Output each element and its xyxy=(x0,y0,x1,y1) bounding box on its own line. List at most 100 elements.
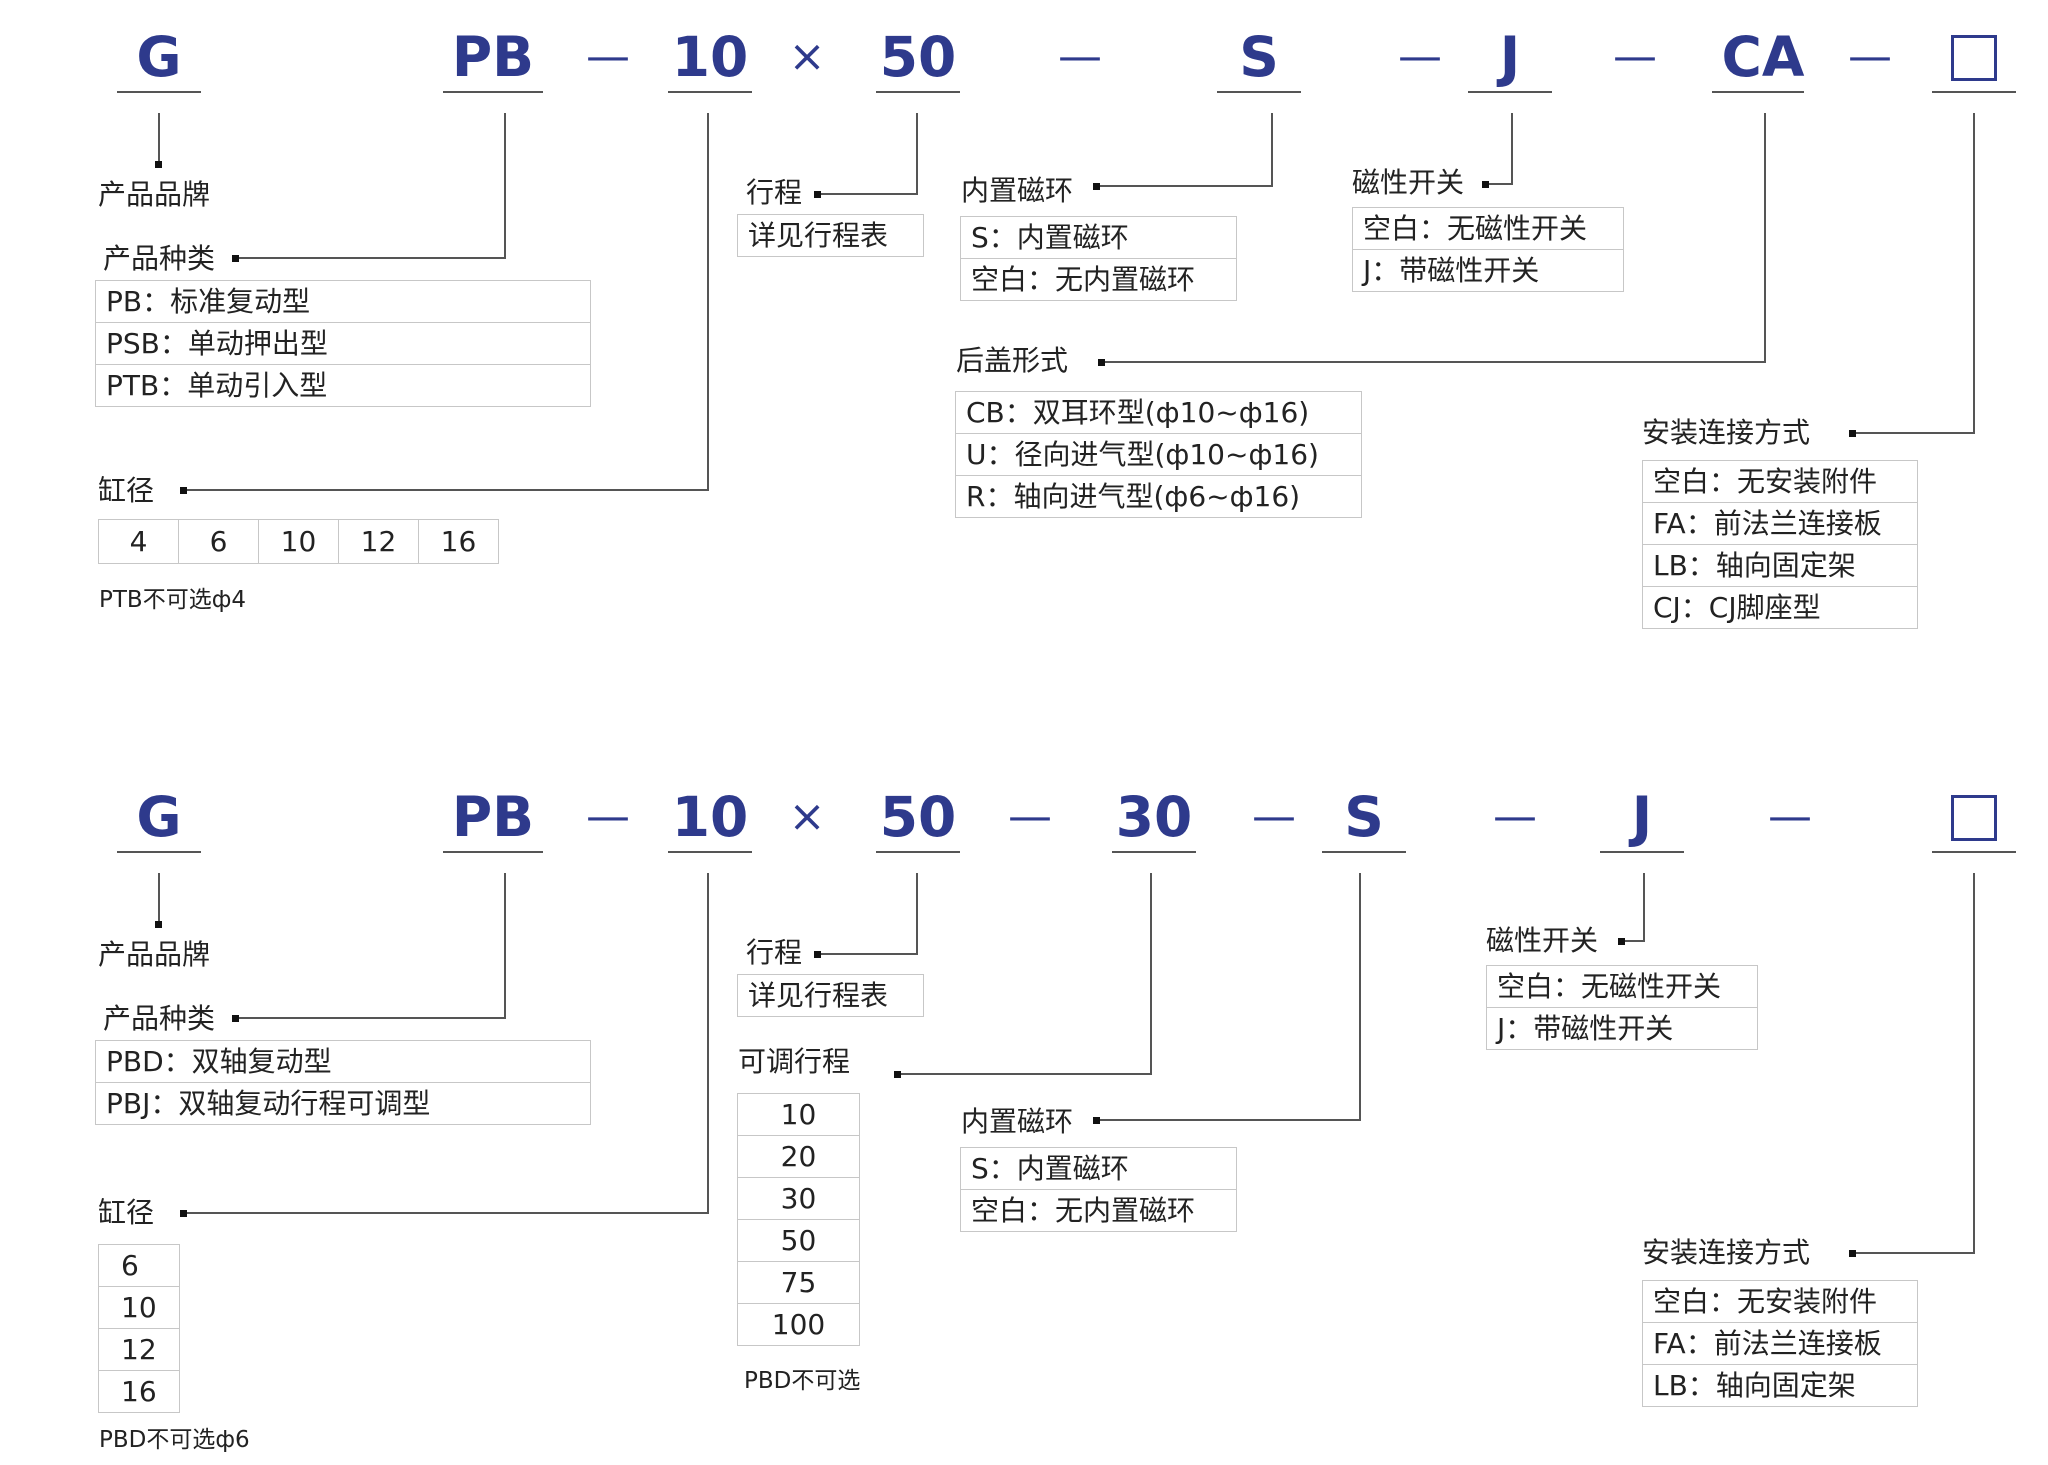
d2-switch-dot xyxy=(1618,938,1625,945)
d2-adj-cell: 75 xyxy=(738,1261,859,1303)
d1-brand-dot xyxy=(155,161,162,168)
d2-underline-box xyxy=(1932,851,2016,853)
d2-bore-cell: 10 xyxy=(99,1286,179,1328)
d2-bore-label: 缸径 xyxy=(98,1196,155,1229)
d2-type-row: PBD：双轴复动型 xyxy=(106,1045,332,1078)
d2-mount-row: 空白：无安装附件 xyxy=(1653,1285,1878,1318)
d2-brand-label: 产品品牌 xyxy=(98,938,211,971)
d2-magnet-table: S：内置磁环 空白：无内置磁环 xyxy=(960,1147,1237,1232)
d2-bore-cell: 12 xyxy=(99,1328,179,1370)
d2-bore-cell: 16 xyxy=(99,1370,179,1412)
d1-type-row: PB：标准复动型 xyxy=(106,285,311,318)
d1-switch-dot xyxy=(1482,181,1489,188)
d1-cover-table: CB：双耳环型(ф10~ф16) U：径向进气型(ф10~ф16) R：轴向进气… xyxy=(955,391,1362,518)
d2-adj-note: PBD不可选 xyxy=(744,1368,861,1394)
d2-code-g: G xyxy=(136,785,182,849)
d1-code-stroke: 50 xyxy=(879,25,957,89)
d1-blank-square-icon xyxy=(1951,34,1997,81)
d2-stroke-connector xyxy=(818,873,918,955)
d1-bore-cell: 12 xyxy=(338,520,418,563)
d2-underline-adj xyxy=(1112,851,1196,853)
d1-code-s: S xyxy=(1239,25,1279,89)
d1-stroke-connector xyxy=(818,113,918,195)
d1-dash-2: — xyxy=(1058,31,1102,82)
d1-underline-box xyxy=(1932,91,2016,93)
d1-cover-row: CB：双耳环型(ф10~ф16) xyxy=(966,396,1310,429)
d2-dash-3: — xyxy=(1252,791,1296,842)
d1-bore-connector xyxy=(184,113,709,491)
d1-stroke-row: 详见行程表 xyxy=(748,219,889,252)
d1-mount-dot xyxy=(1849,430,1856,437)
d2-switch-label: 磁性开关 xyxy=(1486,924,1599,957)
d2-switch-connector xyxy=(1622,873,1645,942)
d1-bore-cell: 16 xyxy=(418,520,498,563)
d2-code-stroke: 50 xyxy=(879,785,957,849)
d1-cover-dot xyxy=(1098,359,1105,366)
d1-cover-label: 后盖形式 xyxy=(956,344,1069,377)
d1-bore-dot xyxy=(180,487,187,494)
d2-type-connector xyxy=(235,873,506,1019)
d1-code-ca: CA xyxy=(1721,25,1805,89)
d2-code-j: J xyxy=(1631,785,1653,849)
d1-underline-ca xyxy=(1712,91,1804,93)
d1-cover-row: U：径向进气型(ф10~ф16) xyxy=(956,433,1361,475)
d1-code-pb: PB xyxy=(451,25,535,89)
d1-code-j: J xyxy=(1499,25,1521,89)
d1-bore-cell: 10 xyxy=(258,520,338,563)
d2-blank-square-icon xyxy=(1951,794,1997,841)
d2-mount-row: FA：前法兰连接板 xyxy=(1643,1322,1917,1364)
d2-mount-label: 安装连接方式 xyxy=(1642,1236,1811,1269)
d1-mount-row: 空白：无安装附件 xyxy=(1653,465,1878,498)
d1-dash-3: — xyxy=(1398,31,1442,82)
d2-magnet-label: 内置磁环 xyxy=(961,1105,1074,1138)
d2-underline-g xyxy=(117,851,201,853)
d1-magnet-row: 空白：无内置磁环 xyxy=(961,258,1236,300)
d2-mount-table: 空白：无安装附件 FA：前法兰连接板 LB：轴向固定架 xyxy=(1642,1280,1918,1407)
d2-magnet-connector xyxy=(1097,873,1361,1121)
d2-adj-cell: 100 xyxy=(738,1303,859,1345)
d1-bore-table: 4 6 10 12 16 xyxy=(98,519,499,564)
d2-dash-5: — xyxy=(1768,791,1812,842)
d2-type-row: PBJ：双轴复动行程可调型 xyxy=(96,1082,590,1124)
d1-bore-note: PTB不可选ф4 xyxy=(99,587,246,613)
d1-cover-row: R：轴向进气型(ф6~ф16) xyxy=(956,475,1361,517)
d2-dash-4: — xyxy=(1493,791,1537,842)
d2-mount-dot xyxy=(1849,1250,1856,1257)
d2-stroke-table: 详见行程表 xyxy=(737,974,924,1017)
d1-switch-row: J：带磁性开关 xyxy=(1353,249,1623,291)
d1-mount-label: 安装连接方式 xyxy=(1642,416,1811,449)
d2-adj-connector xyxy=(898,873,1152,1075)
d2-magnet-dot xyxy=(1093,1117,1100,1124)
d2-magnet-row: S：内置磁环 xyxy=(971,1152,1129,1185)
d2-adj-cell: 50 xyxy=(738,1219,859,1261)
d2-underline-j xyxy=(1600,851,1684,853)
d1-stroke-dot xyxy=(814,191,821,198)
d2-code-s: S xyxy=(1344,785,1384,849)
d2-adj-dot xyxy=(894,1071,901,1078)
d1-underline-stroke xyxy=(876,91,960,93)
d2-underline-bore xyxy=(668,851,752,853)
d2-magnet-row: 空白：无内置磁环 xyxy=(961,1189,1236,1231)
d1-code-bore: 10 xyxy=(671,25,749,89)
d2-bore-dot xyxy=(180,1210,187,1217)
d1-type-table: PB：标准复动型 PSB：单动押出型 PTB：单动引入型 xyxy=(95,280,591,407)
d2-stroke-dot xyxy=(814,951,821,958)
d1-dash-4: — xyxy=(1613,31,1657,82)
d2-underline-pb xyxy=(443,851,543,853)
d2-code-bore: 10 xyxy=(671,785,749,849)
d1-magnet-connector xyxy=(1097,113,1273,187)
d2-underline-stroke xyxy=(876,851,960,853)
d2-type-table: PBD：双轴复动型 PBJ：双轴复动行程可调型 xyxy=(95,1040,591,1125)
d1-brand-label: 产品品牌 xyxy=(98,178,211,211)
d2-adj-label: 可调行程 xyxy=(738,1045,851,1078)
d1-type-row: PSB：单动押出型 xyxy=(96,322,590,364)
d2-dash-2: — xyxy=(1008,791,1052,842)
d2-adj-cell: 20 xyxy=(738,1135,859,1177)
d2-mount-row: LB：轴向固定架 xyxy=(1643,1364,1917,1406)
d2-switch-table: 空白：无磁性开关 J：带磁性开关 xyxy=(1486,965,1758,1050)
d2-stroke-label: 行程 xyxy=(746,936,803,969)
d1-type-dot xyxy=(232,255,239,262)
d1-type-label: 产品种类 xyxy=(103,242,216,275)
d2-bore-cell: 6 xyxy=(121,1249,139,1282)
